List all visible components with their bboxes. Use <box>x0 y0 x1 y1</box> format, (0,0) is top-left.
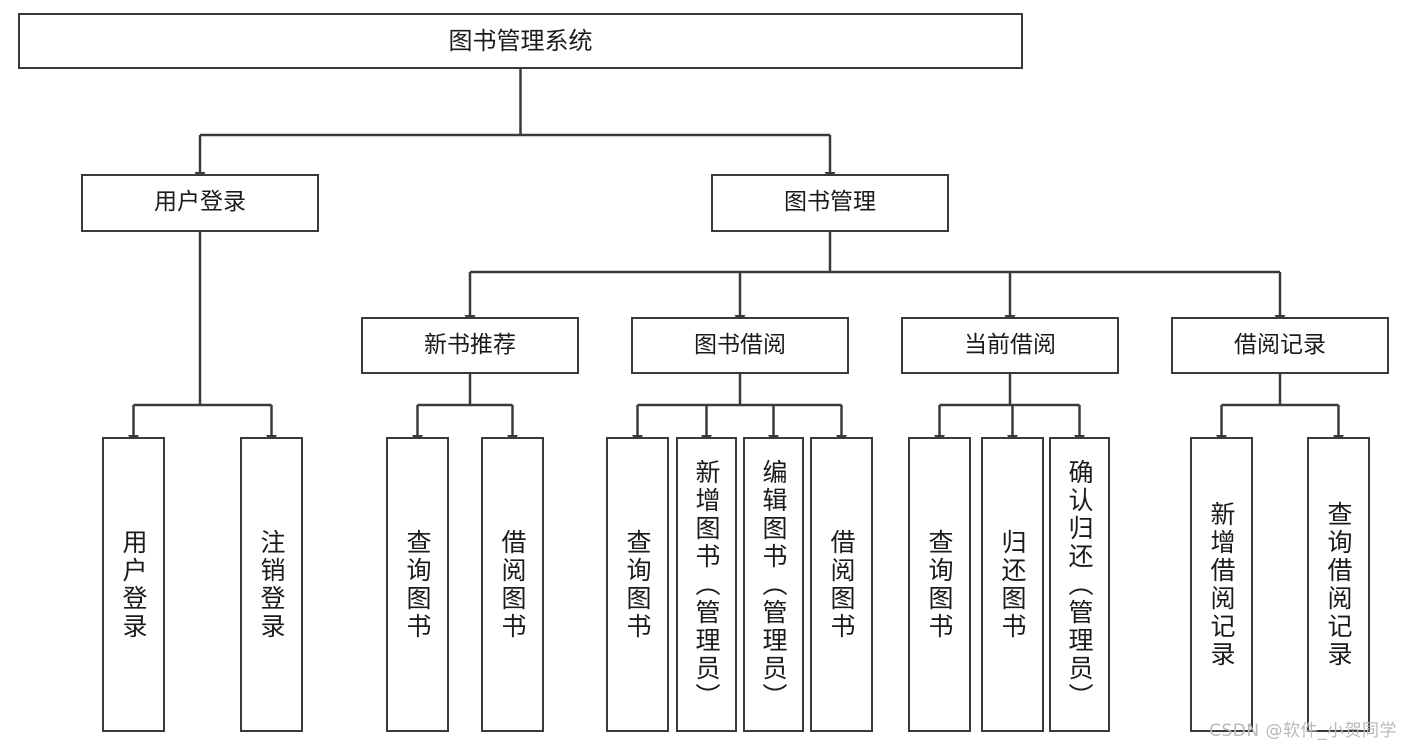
node-label: 新书推荐 <box>424 331 516 358</box>
node-f-querybook3[interactable]: 查询图书 <box>908 437 971 732</box>
node-f-queryrecord[interactable]: 查询借阅记录 <box>1307 437 1370 732</box>
node-s-newbook[interactable]: 新书推荐 <box>361 317 579 374</box>
node-label: 借阅图书 <box>498 528 527 641</box>
node-label: 查询图书 <box>403 528 432 641</box>
node-label: 查询借阅记录 <box>1324 500 1353 669</box>
node-s-borrow[interactable]: 图书借阅 <box>631 317 849 374</box>
node-f-logout[interactable]: 注销登录 <box>240 437 303 732</box>
node-m-book[interactable]: 图书管理 <box>711 174 949 232</box>
node-label: 注销登录 <box>257 528 286 641</box>
watermark-text: CSDN @软件_小贺同学 <box>1209 721 1397 741</box>
node-label: 借阅图书 <box>827 528 856 641</box>
node-f-returnbook[interactable]: 归还图书 <box>981 437 1044 732</box>
node-label: 用户登录 <box>119 528 148 641</box>
node-f-addbook[interactable]: 新增图书（管理员） <box>676 437 737 732</box>
node-label: 查询图书 <box>925 528 954 641</box>
node-label: 用户登录 <box>154 189 246 216</box>
node-f-querybook2[interactable]: 查询图书 <box>606 437 669 732</box>
node-label: 图书管理系统 <box>448 26 593 55</box>
node-f-userlogin[interactable]: 用户登录 <box>102 437 165 732</box>
node-f-borrowbook2[interactable]: 借阅图书 <box>810 437 873 732</box>
node-label: 确认归还（管理员） <box>1065 458 1094 711</box>
node-label: 编辑图书（管理员） <box>759 458 788 711</box>
node-f-confirmreturn[interactable]: 确认归还（管理员） <box>1049 437 1110 732</box>
node-label: 新增借阅记录 <box>1207 500 1236 669</box>
node-f-querybook1[interactable]: 查询图书 <box>386 437 449 732</box>
node-label: 图书管理 <box>784 189 876 216</box>
node-s-record[interactable]: 借阅记录 <box>1171 317 1389 374</box>
node-f-addrecord[interactable]: 新增借阅记录 <box>1190 437 1253 732</box>
node-s-current[interactable]: 当前借阅 <box>901 317 1119 374</box>
node-label: 当前借阅 <box>964 331 1056 358</box>
node-m-login[interactable]: 用户登录 <box>81 174 319 232</box>
node-root[interactable]: 图书管理系统 <box>18 13 1023 69</box>
node-label: 借阅记录 <box>1234 331 1326 358</box>
node-label: 查询图书 <box>623 528 652 641</box>
node-f-borrowbook1[interactable]: 借阅图书 <box>481 437 544 732</box>
node-label: 图书借阅 <box>694 331 786 358</box>
node-label: 新增图书（管理员） <box>692 458 721 711</box>
node-label: 归还图书 <box>998 528 1027 641</box>
node-f-editbook[interactable]: 编辑图书（管理员） <box>743 437 804 732</box>
